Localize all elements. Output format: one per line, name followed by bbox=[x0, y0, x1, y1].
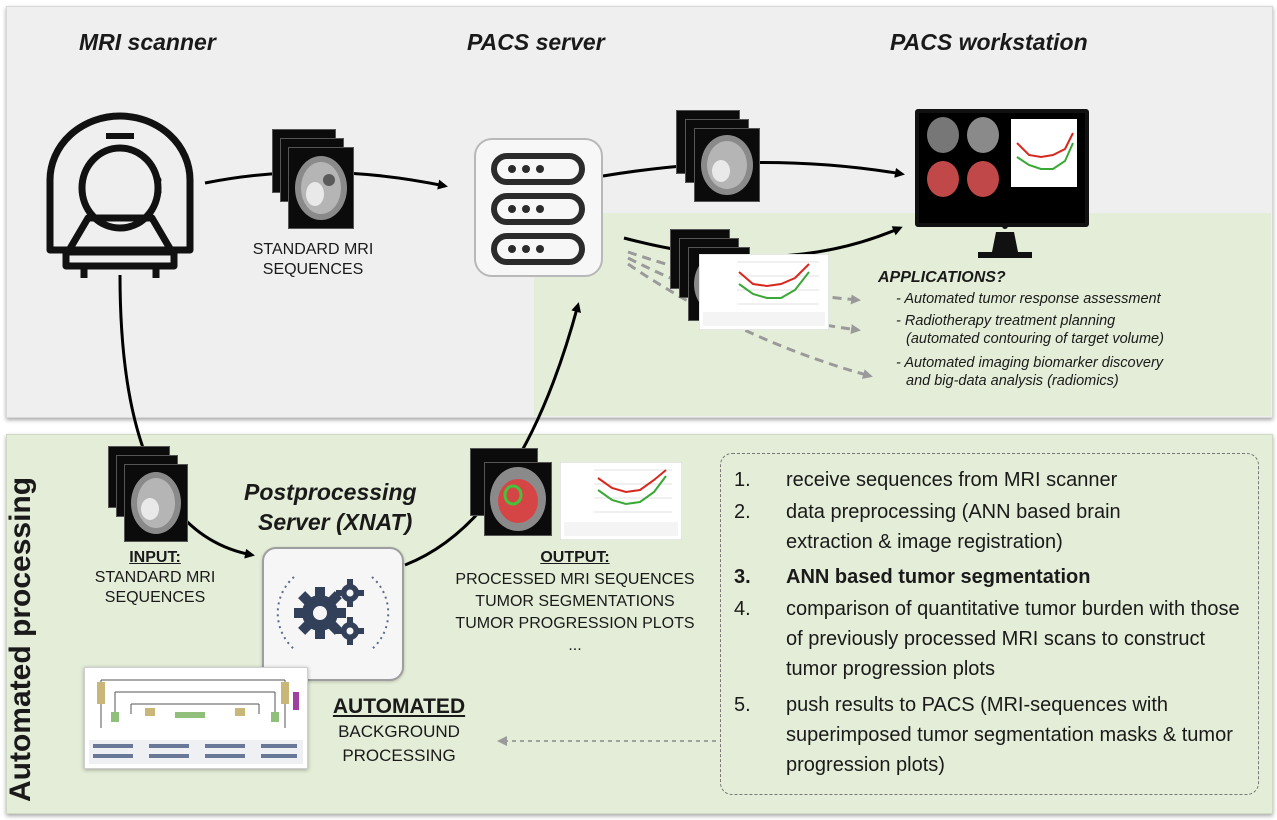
mri-stack-front-slice bbox=[124, 464, 188, 542]
output-caption-line3: TUMOR PROGRESSION PLOTS bbox=[455, 615, 695, 632]
output-caption-line2: TUMOR SEGMENTATIONS bbox=[475, 593, 675, 610]
step-item: 1. receive sequences from MRI scanner bbox=[734, 465, 1254, 495]
application-item: - Automated tumor response assessment bbox=[896, 291, 1161, 307]
pacs-server-heading: PACS server bbox=[467, 29, 605, 55]
standard-mri-caption-line2: SEQUENCES bbox=[262, 261, 364, 278]
step-number: 4. bbox=[734, 598, 751, 620]
step-number: 1. bbox=[734, 469, 751, 491]
step-item: 5. push results to PACS (MRI-sequences w… bbox=[734, 690, 1254, 780]
background-processing-line1: BACKGROUND bbox=[338, 722, 460, 741]
input-caption-line1: STANDARD MRI bbox=[94, 569, 216, 586]
step-number: 3. bbox=[734, 566, 751, 588]
automated-label: AUTOMATED bbox=[332, 695, 466, 718]
mri-scanner-heading: MRI scanner bbox=[79, 29, 216, 55]
output-label: OUTPUT: bbox=[540, 549, 610, 566]
output-caption-line1: PROCESSED MRI SEQUENCES bbox=[455, 571, 695, 588]
step-item: 4. comparison of quantitative tumor burd… bbox=[734, 594, 1254, 684]
tumor-progression-plot-icon bbox=[699, 254, 829, 330]
monitor-icon bbox=[915, 109, 1089, 227]
network-diagram-icon bbox=[84, 667, 308, 769]
applications-title: APPLICATIONS? bbox=[878, 269, 1006, 286]
step-text: comparison of quantitative tumor burden … bbox=[786, 598, 1240, 680]
server-icon bbox=[474, 138, 603, 277]
segmentation-front-slice bbox=[484, 462, 552, 536]
tumor-progression-plot-icon bbox=[560, 462, 682, 540]
brain-scan-image bbox=[295, 156, 347, 220]
pacs-workstation-heading: PACS workstation bbox=[890, 29, 1088, 55]
mri-stack-front-slice bbox=[694, 128, 760, 202]
gears-icon bbox=[262, 547, 404, 681]
step-text: ANN based tumor segmentation bbox=[786, 566, 1091, 588]
application-item: - Radiotherapy treatment planning bbox=[896, 313, 1116, 329]
input-caption-line2: SEQUENCES bbox=[104, 589, 206, 606]
mri-scanner-icon bbox=[46, 112, 194, 278]
step-text: push results to PACS (MRI-sequences with… bbox=[786, 694, 1233, 776]
processing-steps-box bbox=[720, 453, 1259, 795]
application-item: and big-data analysis (radiomics) bbox=[906, 373, 1119, 389]
step-item: 3. ANN based tumor segmentation bbox=[734, 562, 1254, 592]
output-caption-line4: ... bbox=[568, 637, 582, 654]
background-processing-line2: PROCESSING bbox=[342, 746, 456, 765]
step-number: 5. bbox=[734, 694, 751, 716]
step-text: data preprocessing (ANN based brain extr… bbox=[786, 501, 1121, 553]
postprocessing-heading-line1: Postprocessing bbox=[244, 479, 417, 505]
mri-stack-front-slice bbox=[288, 147, 354, 229]
monitor-stand-icon bbox=[978, 223, 1032, 258]
postprocessing-heading-line2: Server (XNAT) bbox=[258, 509, 413, 535]
application-item: - Automated imaging biomarker discovery bbox=[896, 355, 1164, 371]
input-label: INPUT: bbox=[129, 549, 181, 566]
standard-mri-caption-line1: STANDARD MRI bbox=[252, 241, 374, 258]
step-number: 2. bbox=[734, 501, 751, 523]
step-item: 2. data preprocessing (ANN based brain e… bbox=[734, 497, 1254, 557]
arrow-pacs-to-workstation-bottom bbox=[623, 226, 903, 259]
dashed-arrow-application-3 bbox=[627, 262, 873, 379]
application-item: (automated contouring of target volume) bbox=[906, 331, 1164, 347]
step-text: receive sequences from MRI scanner bbox=[786, 469, 1118, 491]
